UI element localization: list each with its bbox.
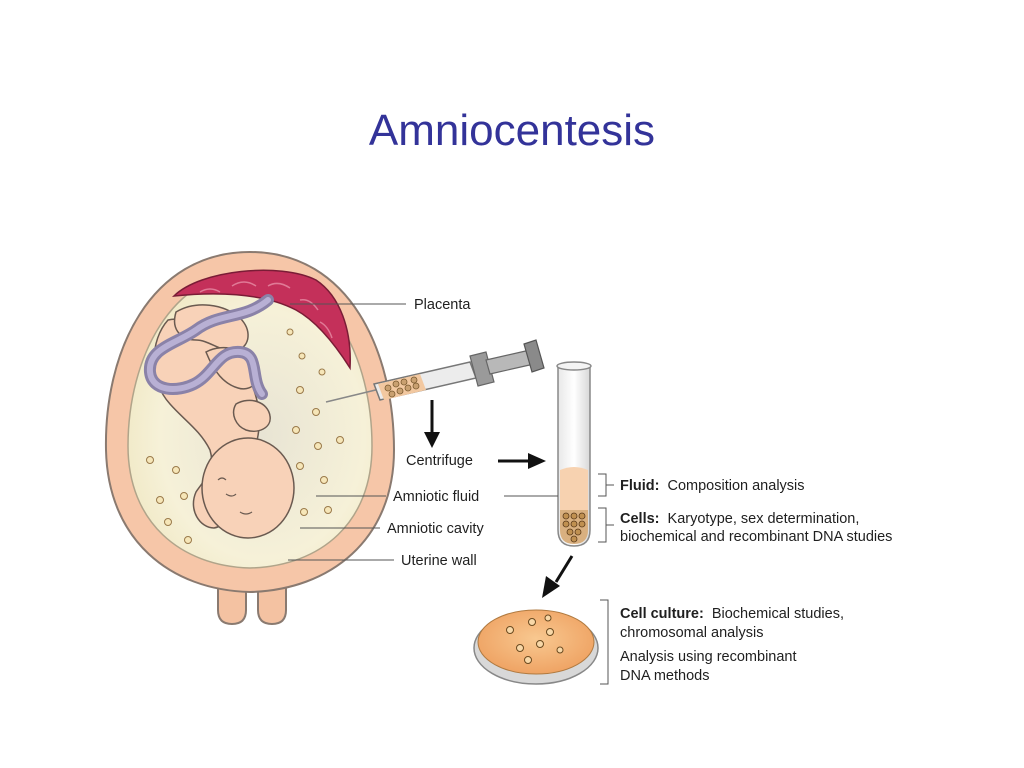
uterus-illustration <box>104 250 396 626</box>
cell-culture-line3: Analysis using recombinant <box>620 649 797 665</box>
test-tube <box>556 361 592 547</box>
fluid-result: Fluid: Composition analysis <box>620 478 805 494</box>
page-title: Amniocentesis <box>368 106 656 155</box>
cells-result-line2: biochemical and recombinant DNA studies <box>620 529 892 545</box>
result-brackets <box>598 473 614 685</box>
placenta-vessels <box>199 281 333 339</box>
label-amniotic-cavity-group: Amniotic cavity <box>300 521 484 537</box>
petri-dish <box>473 609 599 685</box>
cells-result: Cells: Karyotype, sex determination, <box>620 511 859 527</box>
amniotic-cells <box>146 328 344 544</box>
label-placenta: Placenta <box>414 297 471 313</box>
label-amniotic-cavity: Amniotic cavity <box>387 521 484 537</box>
cell-culture-line1: Biochemical studies, <box>712 606 844 622</box>
fetus <box>153 304 295 539</box>
arrow-right <box>498 453 546 469</box>
fluid-result-head: Fluid: <box>620 478 659 494</box>
label-amniotic-fluid-group: Amniotic fluid <box>316 489 558 505</box>
arrow-diagonal <box>542 555 574 598</box>
placenta <box>171 269 351 371</box>
fetus-head <box>201 437 295 539</box>
label-uterine-wall-group: Uterine wall <box>288 553 477 569</box>
cells-result-head: Cells: <box>620 511 660 527</box>
cell-culture-line2: chromosomal analysis <box>620 625 763 641</box>
cells-result-line1: Karyotype, sex determination, <box>668 511 860 527</box>
label-amniotic-fluid: Amniotic fluid <box>393 489 479 505</box>
arrow-down <box>424 400 440 448</box>
cell-culture-head: Cell culture: <box>620 606 704 622</box>
syringe <box>325 339 545 403</box>
label-centrifuge: Centrifuge <box>406 453 473 469</box>
tube-fluid <box>560 467 588 512</box>
cell-culture-result: Cell culture: Biochemical studies, <box>620 606 844 622</box>
label-placenta-group: Placenta <box>290 297 471 313</box>
cell-culture-line4: DNA methods <box>620 668 709 684</box>
fluid-result-text: Composition analysis <box>668 478 805 494</box>
label-uterine-wall: Uterine wall <box>401 553 477 569</box>
